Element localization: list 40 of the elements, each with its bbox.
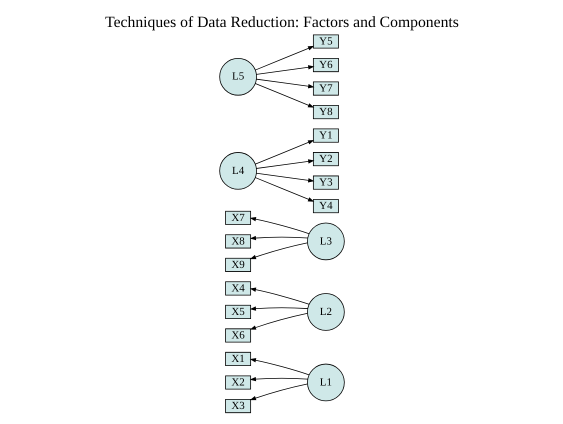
node-box: Y8: [312, 105, 338, 120]
arrow: [254, 177, 314, 202]
arrow: [256, 78, 314, 88]
arrow: [249, 288, 310, 305]
node-box: Y3: [312, 176, 338, 190]
node-circle: L5: [218, 58, 256, 96]
arrow: [254, 46, 314, 70]
node-box: X9: [224, 258, 251, 272]
node-circle: L3: [306, 222, 344, 260]
node-box: X3: [224, 398, 251, 414]
node-box: X6: [224, 328, 251, 343]
arrow: [249, 384, 308, 400]
node-box: Y5: [312, 34, 338, 49]
node-circle: L1: [306, 364, 344, 402]
arrow: [256, 172, 314, 182]
diagram-title: Techniques of Data Reduction: Factors and Components: [104, 14, 458, 31]
node-box: Y6: [312, 58, 338, 72]
node-box: X7: [224, 210, 251, 225]
arrow: [254, 140, 314, 165]
arrow: [249, 236, 308, 240]
arrow: [254, 83, 314, 108]
arrow: [256, 65, 314, 75]
node-circle: L2: [306, 293, 344, 331]
node-box: X5: [224, 304, 251, 319]
node-box: Y4: [312, 199, 338, 214]
node-box: Y2: [312, 152, 338, 166]
arrow: [249, 358, 310, 376]
arrow: [249, 376, 308, 382]
arrow: [256, 159, 314, 169]
node-box: X2: [224, 375, 251, 390]
arrow: [249, 313, 308, 330]
node-box: X1: [224, 352, 251, 366]
arrow: [249, 306, 308, 311]
arrow: [249, 242, 308, 260]
node-box: X8: [224, 234, 251, 248]
node-box: Y7: [312, 81, 338, 96]
node-box: X4: [224, 281, 251, 296]
arrow: [249, 217, 310, 234]
node-box: Y1: [312, 128, 338, 143]
node-circle: L4: [218, 152, 256, 190]
